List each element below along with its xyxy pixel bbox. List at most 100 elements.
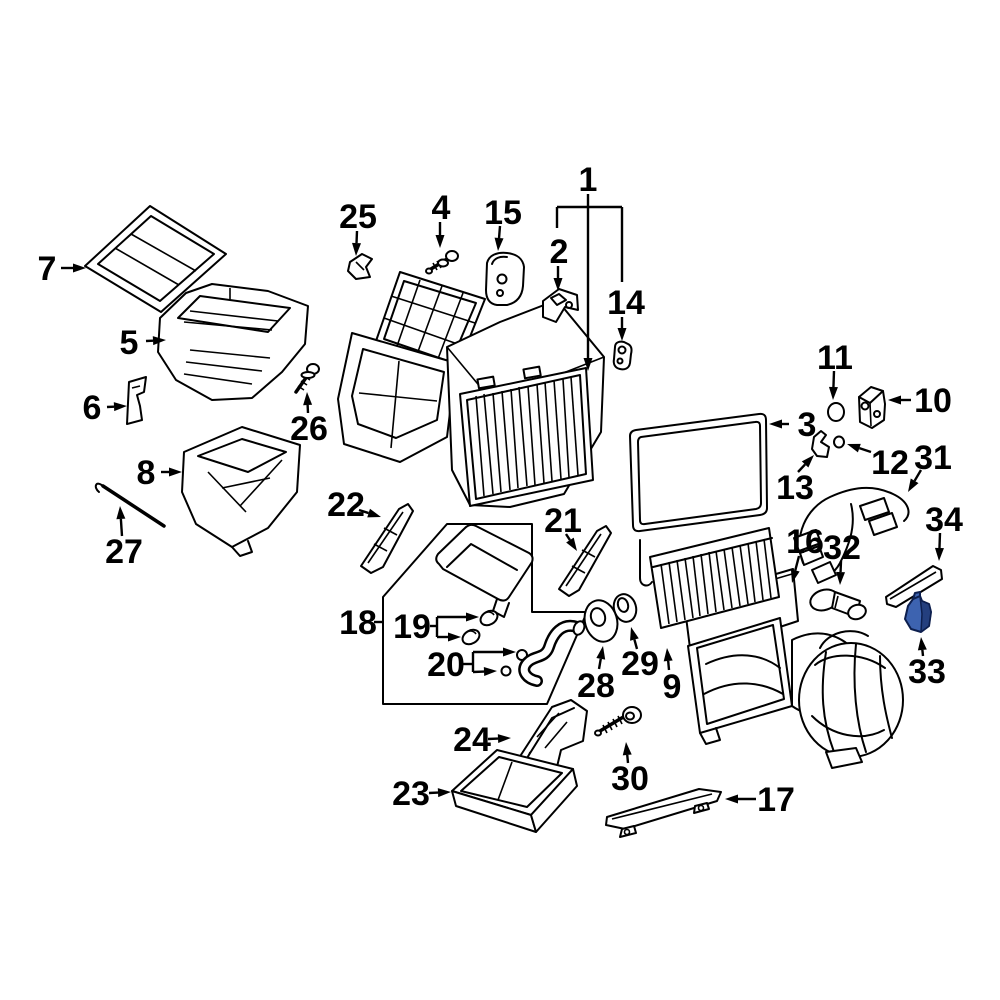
arrowhead-28 (596, 646, 606, 660)
part-drawing-29-ring (612, 593, 638, 623)
arrowhead-10 (888, 395, 901, 405)
arrowhead-26 (303, 392, 313, 406)
callout-7-label: 7 (38, 250, 57, 288)
part-drawing-12-oring (833, 435, 845, 449)
part-drawing-intake-assembly (337, 271, 605, 508)
arrowhead-12 (847, 443, 861, 453)
callout-14-label: 14 (607, 284, 645, 322)
leader-arrow-31 (913, 469, 923, 482)
callout-28-label: 28 (577, 667, 615, 705)
callout-10-label: 10 (914, 382, 952, 420)
arrowhead-17 (725, 794, 738, 804)
part-drawing-11-oring (827, 402, 845, 422)
callout-20-label: 20 (427, 646, 465, 684)
arrowhead-27 (116, 506, 126, 520)
arrowhead-6 (113, 402, 127, 412)
arrowhead-9 (663, 648, 673, 662)
callout-24-label: 24 (453, 721, 491, 759)
arrowhead-8 (169, 467, 182, 477)
part-drawing-heater-core (435, 523, 534, 618)
leader-arrow-33 (921, 649, 925, 657)
callout-18-label: 18 (339, 604, 377, 642)
callout-4-label: 4 (432, 189, 451, 227)
leader-arrow-9 (666, 660, 671, 671)
part-drawing-16-evaporator (639, 527, 799, 657)
leader-arrow-11 (832, 370, 836, 388)
callout-5-label: 5 (120, 324, 139, 362)
callout-15-label: 15 (484, 194, 522, 232)
callout-22-label: 22 (327, 486, 365, 524)
leader-arrow-12 (858, 446, 872, 454)
arrowhead-25 (352, 242, 362, 256)
leader-arrow-34 (938, 532, 942, 549)
leader-arrow-29 (633, 639, 639, 650)
part-drawing-6-bracket (126, 376, 147, 425)
part-drawing-21-strip (558, 525, 612, 597)
arrowhead-20 (483, 667, 497, 677)
callout-1-label: 1 (579, 161, 598, 199)
arrowhead-29 (630, 627, 639, 641)
arrowhead-21 (566, 537, 577, 551)
arrowhead-33 (917, 637, 927, 651)
callout-26-label: 26 (290, 410, 328, 448)
leader-arrow-30 (626, 754, 630, 764)
arrowhead-2 (553, 278, 563, 291)
callout-25-label: 25 (339, 198, 377, 236)
part-drawing-32-actuator (809, 588, 867, 621)
arrowhead-1 (583, 358, 593, 371)
arrowhead-22 (367, 508, 381, 518)
callout-8-label: 8 (137, 454, 156, 492)
callout-31-label: 31 (914, 439, 952, 477)
arrowhead-31 (908, 478, 919, 492)
arrowhead-3 (769, 419, 782, 429)
callout-17-label: 17 (757, 781, 795, 819)
part-drawing-17-strip (605, 788, 722, 838)
part-drawing-26-screw (294, 363, 320, 394)
part-drawing-23-tray (451, 749, 578, 833)
leader-arrow-15 (497, 225, 502, 239)
part-drawing-33-highlighted-actuator (904, 591, 932, 633)
callout-33-label: 33 (908, 653, 946, 691)
callout-9-label: 9 (663, 668, 682, 706)
callout-23-label: 23 (392, 775, 430, 813)
callout-12-label: 12 (871, 444, 909, 482)
arrowhead-32 (836, 571, 846, 585)
part-drawing-3-seal (629, 412, 768, 533)
callout-13-label: 13 (776, 469, 814, 507)
leader-arrow-22 (358, 508, 369, 515)
callout-34-label: 34 (925, 501, 963, 539)
arrowhead-34 (934, 547, 944, 561)
arrowhead-11 (828, 386, 838, 400)
arrowhead-5 (152, 336, 166, 346)
callout-30-label: 30 (611, 760, 649, 798)
part-drawing-22-strip (360, 503, 414, 574)
leader-arrow-13 (797, 463, 806, 473)
arrowhead-14 (617, 328, 627, 341)
part-drawing-30-bolt (594, 706, 642, 737)
part-drawing-19-caps (461, 609, 499, 646)
part-drawing-34-strip (885, 565, 943, 608)
callout-3-label: 3 (798, 406, 817, 444)
arrowhead-23 (437, 788, 451, 798)
part-drawing-31-harness (793, 486, 910, 584)
part-drawing-7-grille (84, 205, 227, 313)
leader-arrow-16 (794, 555, 801, 571)
part-drawing-15-bracket (485, 251, 525, 306)
part-drawing-5-housing (157, 283, 309, 401)
callout-2-label: 2 (550, 233, 569, 271)
callout-27-label: 27 (105, 533, 143, 571)
callout-16-label: 16 (786, 523, 824, 561)
part-drawing-hose (518, 619, 586, 687)
part-drawing-4-screw (425, 250, 459, 275)
part-drawing-27-rod (94, 482, 166, 528)
callout-6-label: 6 (83, 389, 102, 427)
arrowhead-24 (497, 734, 511, 744)
callout-11-label: 11 (817, 339, 853, 377)
callout-29-label: 29 (621, 645, 659, 683)
arrowhead-16 (790, 569, 800, 583)
part-drawing-2-bracket (542, 288, 579, 323)
leader-arrow-28 (597, 658, 602, 670)
part-drawing-10-valve (858, 386, 886, 429)
arrowhead-20 (503, 647, 516, 657)
